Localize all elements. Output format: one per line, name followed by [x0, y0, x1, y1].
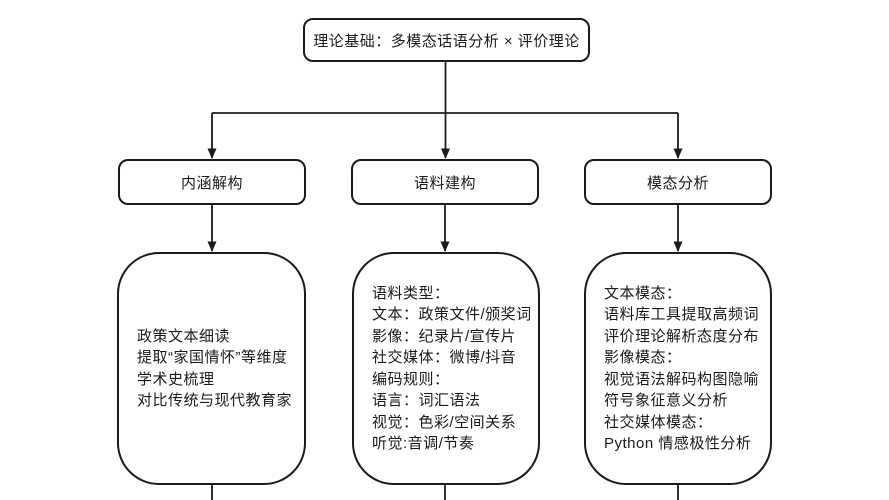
node-stage-connotation-label: 内涵解构: [180, 174, 243, 192]
detail-line: 影像：纪录片/宣传片: [372, 327, 517, 345]
node-detail-modality: 文本模态： 语料库工具提取高频词 评价理论解析态度分布 影像模态： 视觉语法解码…: [584, 252, 772, 485]
node-stage-corpus: 语料建构: [351, 159, 539, 205]
detail-line: 语言：词汇语法: [372, 392, 481, 409]
detail-line: 文本：政策文件/颁奖词: [372, 306, 532, 323]
node-stage-modality: 模态分析: [584, 159, 772, 205]
detail-line: 视觉：色彩/空间关系: [372, 413, 517, 431]
detail-line: 视觉语法解码构图隐喻: [604, 370, 760, 388]
detail-line: Python 情感极性分析: [604, 435, 752, 452]
node-stage-connotation: 内涵解构: [118, 159, 306, 205]
detail-line: 提取“家国情怀”等维度: [137, 349, 288, 366]
node-detail-connotation: 政策文本细读 提取“家国情怀”等维度 学术史梳理 对比传统与现代教育家: [117, 252, 306, 485]
connector-details-offscreen: [211, 484, 679, 500]
connector-stages-to-details: [207, 205, 683, 252]
detail-line: 语料库工具提取高频词: [604, 306, 760, 323]
detail-line: 语料类型：: [372, 284, 450, 302]
node-theory-root-label: 理论基础：多模态话语分析 × 评价理论: [313, 32, 580, 50]
detail-line: 文本模态：: [604, 284, 682, 302]
detail-line: 评价理论解析态度分布: [604, 327, 760, 345]
detail-line: 编码规则：: [372, 370, 450, 388]
node-detail-corpus: 语料类型： 文本：政策文件/颁奖词 影像：纪录片/宣传片 社交媒体：微博/抖音 …: [352, 252, 540, 485]
detail-line: 影像模态：: [604, 349, 682, 366]
detail-line: 政策文本细读: [137, 327, 231, 345]
node-theory-root: 理论基础：多模态话语分析 × 评价理论: [303, 18, 590, 62]
detail-line: 社交媒体模态：: [604, 413, 713, 431]
detail-line: 社交媒体：微博/抖音: [372, 349, 517, 366]
node-stage-modality-label: 模态分析: [646, 174, 709, 192]
detail-line: 对比传统与现代教育家: [137, 392, 293, 409]
connector-root-to-stages: [207, 62, 683, 159]
detail-line: 学术史梳理: [137, 370, 215, 388]
detail-line: 听觉:音调/节奏: [372, 435, 475, 452]
node-stage-corpus-label: 语料建构: [413, 174, 476, 192]
detail-line: 符号象征意义分析: [604, 392, 729, 409]
